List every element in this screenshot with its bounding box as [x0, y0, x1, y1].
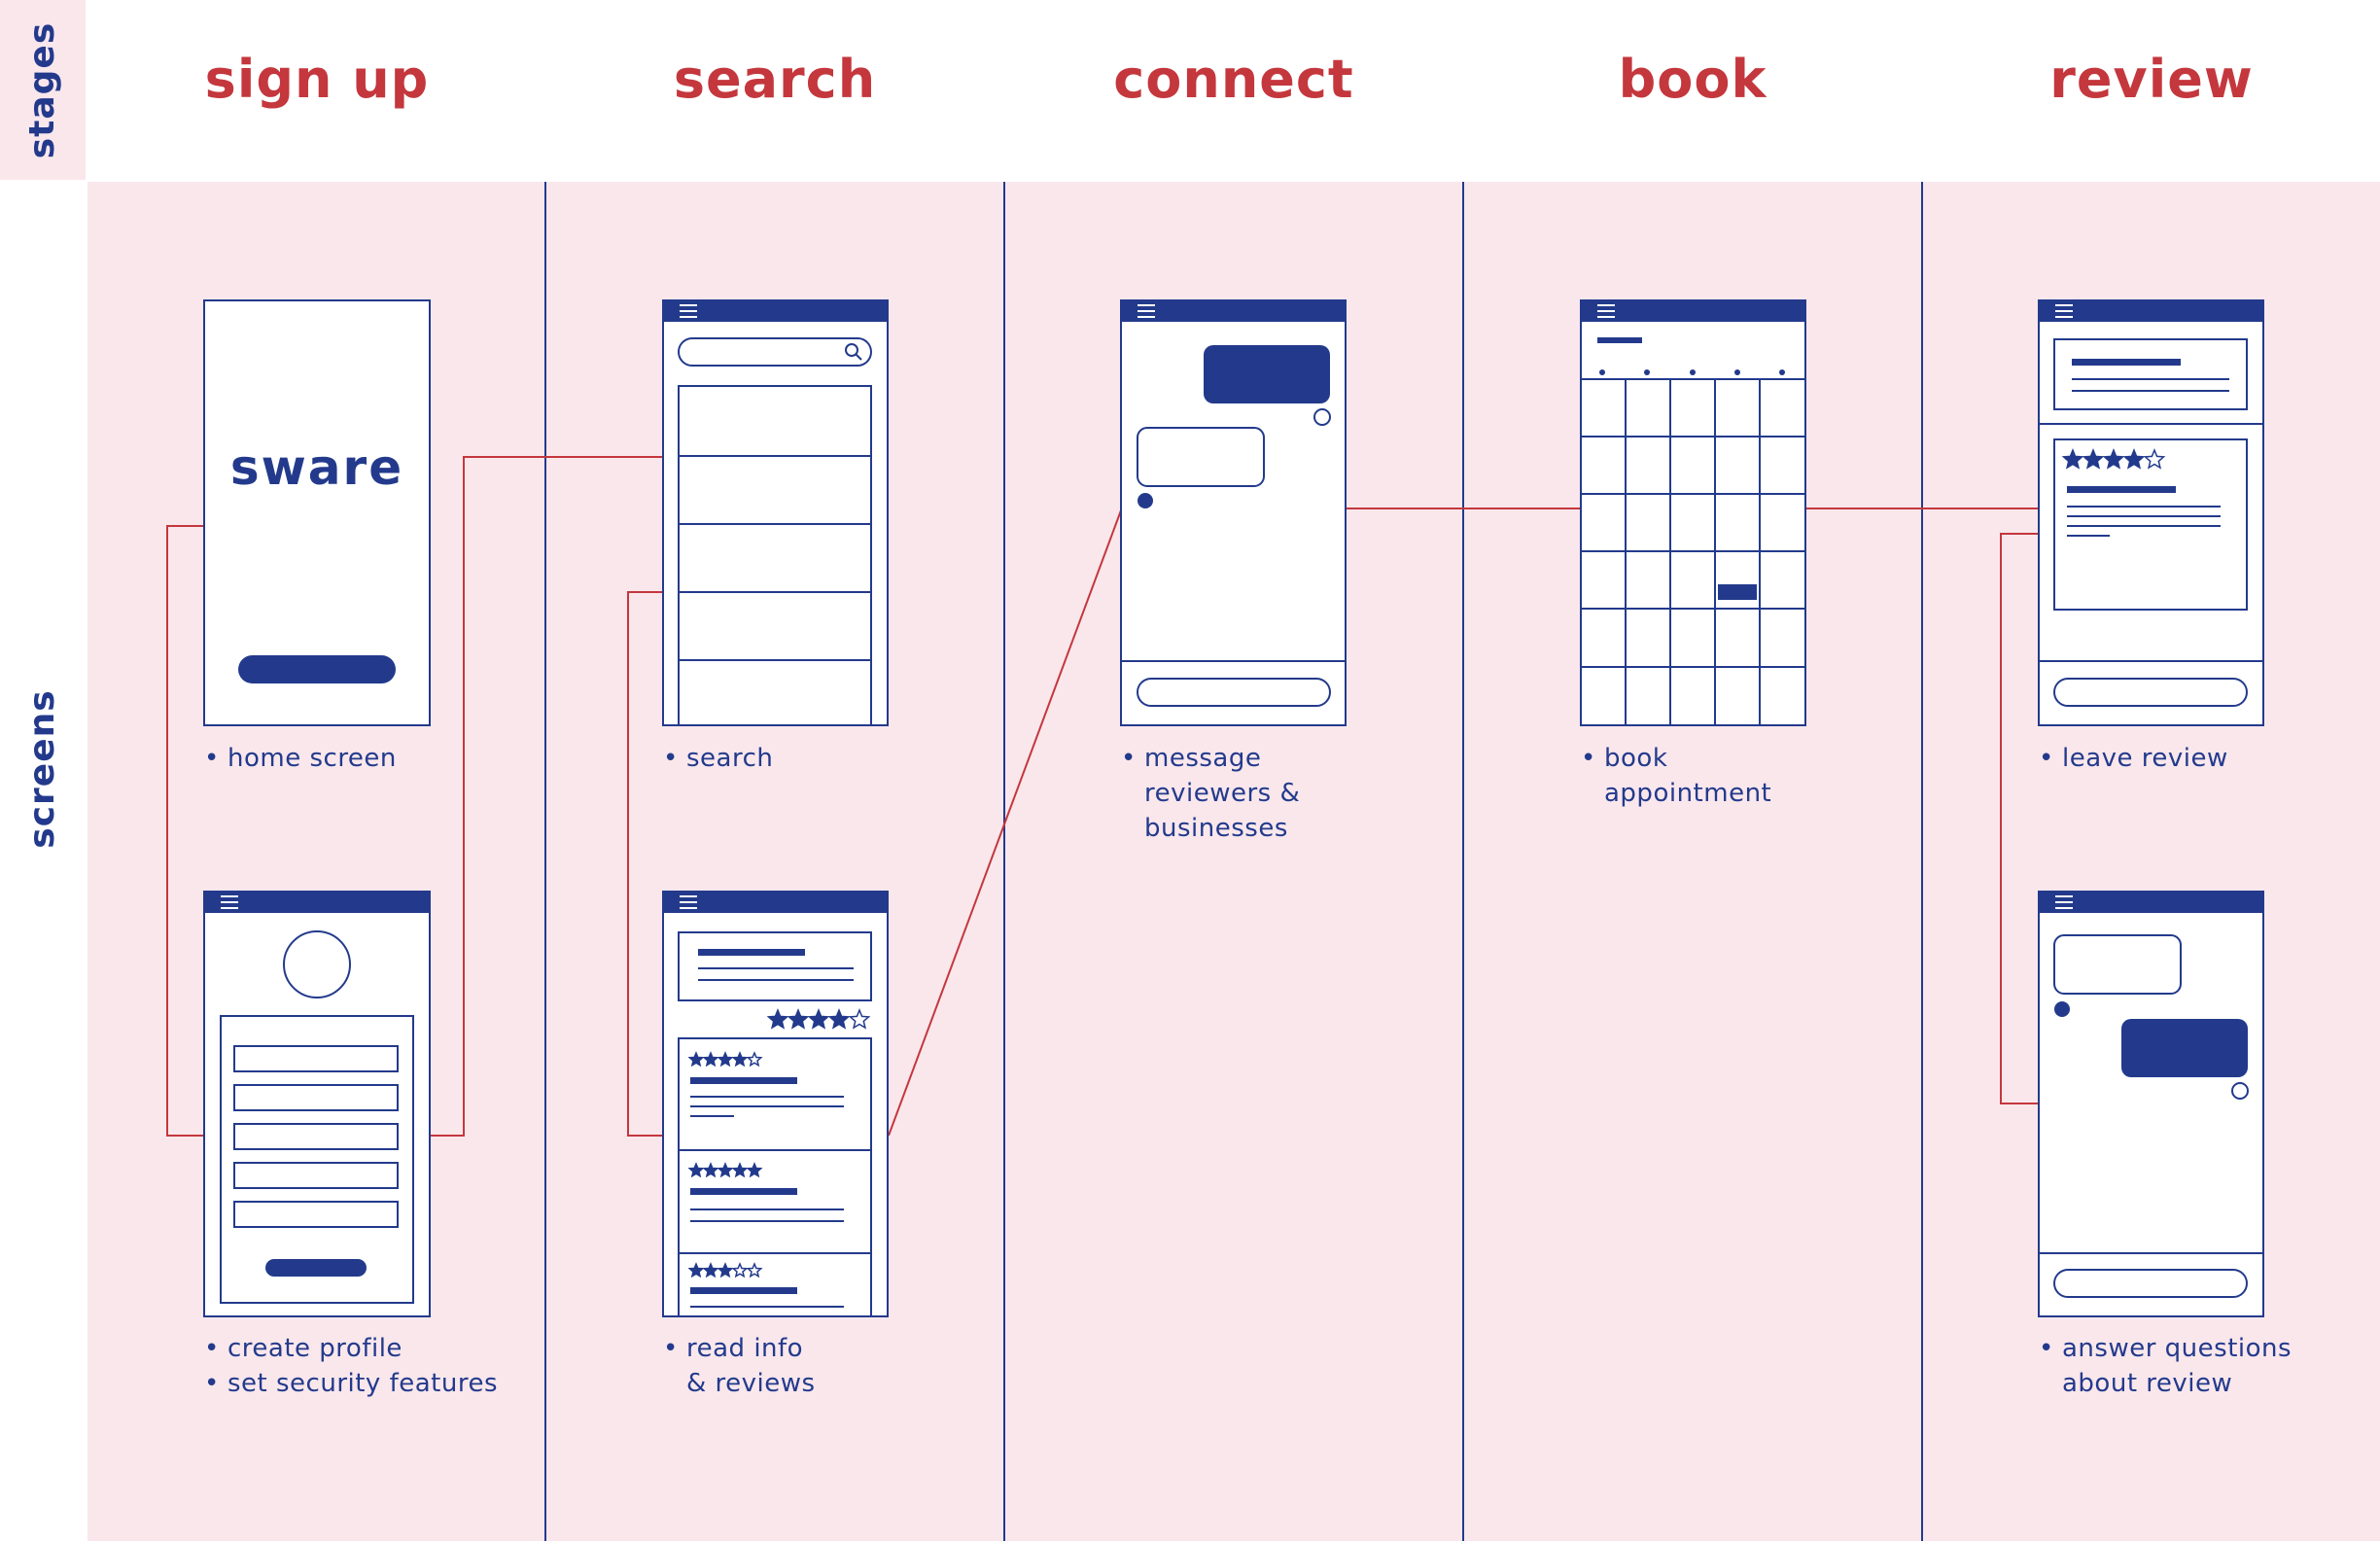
submit-review-input — [2053, 678, 2248, 707]
star-filled-icon — [702, 1262, 719, 1278]
stages-side-label: stages — [22, 21, 62, 159]
rating-stars-review-2 — [687, 1162, 763, 1178]
star-filled-icon — [687, 1162, 705, 1178]
stage-title-search: search — [673, 49, 877, 110]
get-started-button — [238, 655, 396, 683]
star-filled-icon — [702, 1162, 719, 1178]
caption-book-appointment: book appointment — [1581, 741, 1771, 811]
star-filled-icon — [807, 1008, 830, 1030]
calendar-grid — [1581, 378, 1805, 725]
menu-icon — [2055, 304, 2073, 318]
star-outline-icon — [848, 1008, 871, 1030]
menu-icon — [2055, 895, 2073, 909]
received-message-bubble — [1137, 427, 1265, 487]
phone-answer-questions — [2038, 891, 2264, 1317]
flow-connectors — [166, 456, 2039, 1137]
rating-stars-review-3 — [687, 1262, 763, 1278]
search-icon — [845, 343, 862, 361]
stage-title-review: review — [2049, 49, 2254, 110]
star-filled-icon — [717, 1262, 734, 1278]
caption-message: message reviewers & businesses — [1121, 741, 1300, 846]
star-filled-icon — [827, 1008, 851, 1030]
phone-message — [1120, 299, 1347, 726]
screens-side-label: screens — [22, 689, 62, 849]
stage-title-book: book — [1618, 49, 1768, 110]
caption-read-reviews: read info & reviews — [663, 1331, 816, 1401]
message-input — [2053, 1269, 2248, 1298]
star-filled-icon — [687, 1051, 705, 1068]
search-bar — [678, 337, 872, 367]
star-filled-icon — [687, 1262, 705, 1278]
menu-icon — [680, 895, 697, 909]
star-filled-icon — [717, 1051, 734, 1068]
star-filled-icon — [731, 1162, 749, 1178]
phone-home-screen — [203, 299, 431, 726]
column-dividers — [544, 182, 1923, 1541]
caption-create-profile: create profile set security features — [204, 1331, 498, 1401]
star-filled-icon — [766, 1008, 789, 1030]
sent-message-bubble — [1204, 345, 1330, 403]
menu-icon — [1597, 304, 1615, 318]
star-outline-icon — [746, 1262, 763, 1278]
stage-title-sign-up: sign up — [204, 49, 430, 110]
connector-reviews-to-message — [888, 509, 1122, 1137]
caption-home-screen: home screen — [204, 741, 397, 776]
caption-search: search — [663, 741, 773, 776]
star-outline-icon — [2143, 448, 2166, 470]
stage-title-connect: connect — [1113, 49, 1354, 110]
star-filled-icon — [702, 1051, 719, 1068]
rating-stars-overall — [766, 1008, 871, 1030]
received-message-bubble — [2053, 934, 2182, 995]
star-outline-icon — [731, 1262, 749, 1278]
menu-icon — [680, 304, 697, 318]
app-logo: sware — [229, 439, 404, 496]
menu-icon — [1138, 304, 1155, 318]
star-filled-icon — [2061, 448, 2084, 470]
star-filled-icon — [746, 1162, 763, 1178]
rating-stars-review-1 — [687, 1051, 763, 1068]
caption-leave-review: leave review — [2039, 741, 2228, 776]
star-filled-icon — [2102, 448, 2125, 470]
star-filled-icon — [731, 1051, 749, 1068]
star-filled-icon — [787, 1008, 810, 1030]
rating-stars-leave-review — [2061, 448, 2166, 470]
phone-read-reviews — [662, 891, 889, 1317]
caption-answer-questions: answer questions about review — [2039, 1331, 2292, 1401]
phone-create-profile — [203, 891, 431, 1317]
avatar-placeholder — [283, 930, 351, 998]
connector-review-to-answer — [2000, 533, 2039, 1104]
stages-label-bg — [0, 0, 86, 180]
phone-search — [662, 299, 889, 726]
message-input — [1137, 678, 1331, 707]
phone-leave-review — [2038, 299, 2264, 726]
connector-home-to-profile — [166, 525, 204, 1137]
phone-book-appointment — [1580, 299, 1806, 726]
star-filled-icon — [2082, 448, 2105, 470]
star-filled-icon — [717, 1162, 734, 1178]
star-outline-icon — [746, 1051, 763, 1068]
connector-search-to-reviews — [627, 591, 663, 1137]
star-filled-icon — [2122, 448, 2146, 470]
connector-profile-to-search — [431, 456, 663, 1137]
selected-time-slot — [1718, 584, 1757, 600]
menu-icon — [221, 895, 238, 909]
sent-message-bubble — [2121, 1019, 2248, 1077]
